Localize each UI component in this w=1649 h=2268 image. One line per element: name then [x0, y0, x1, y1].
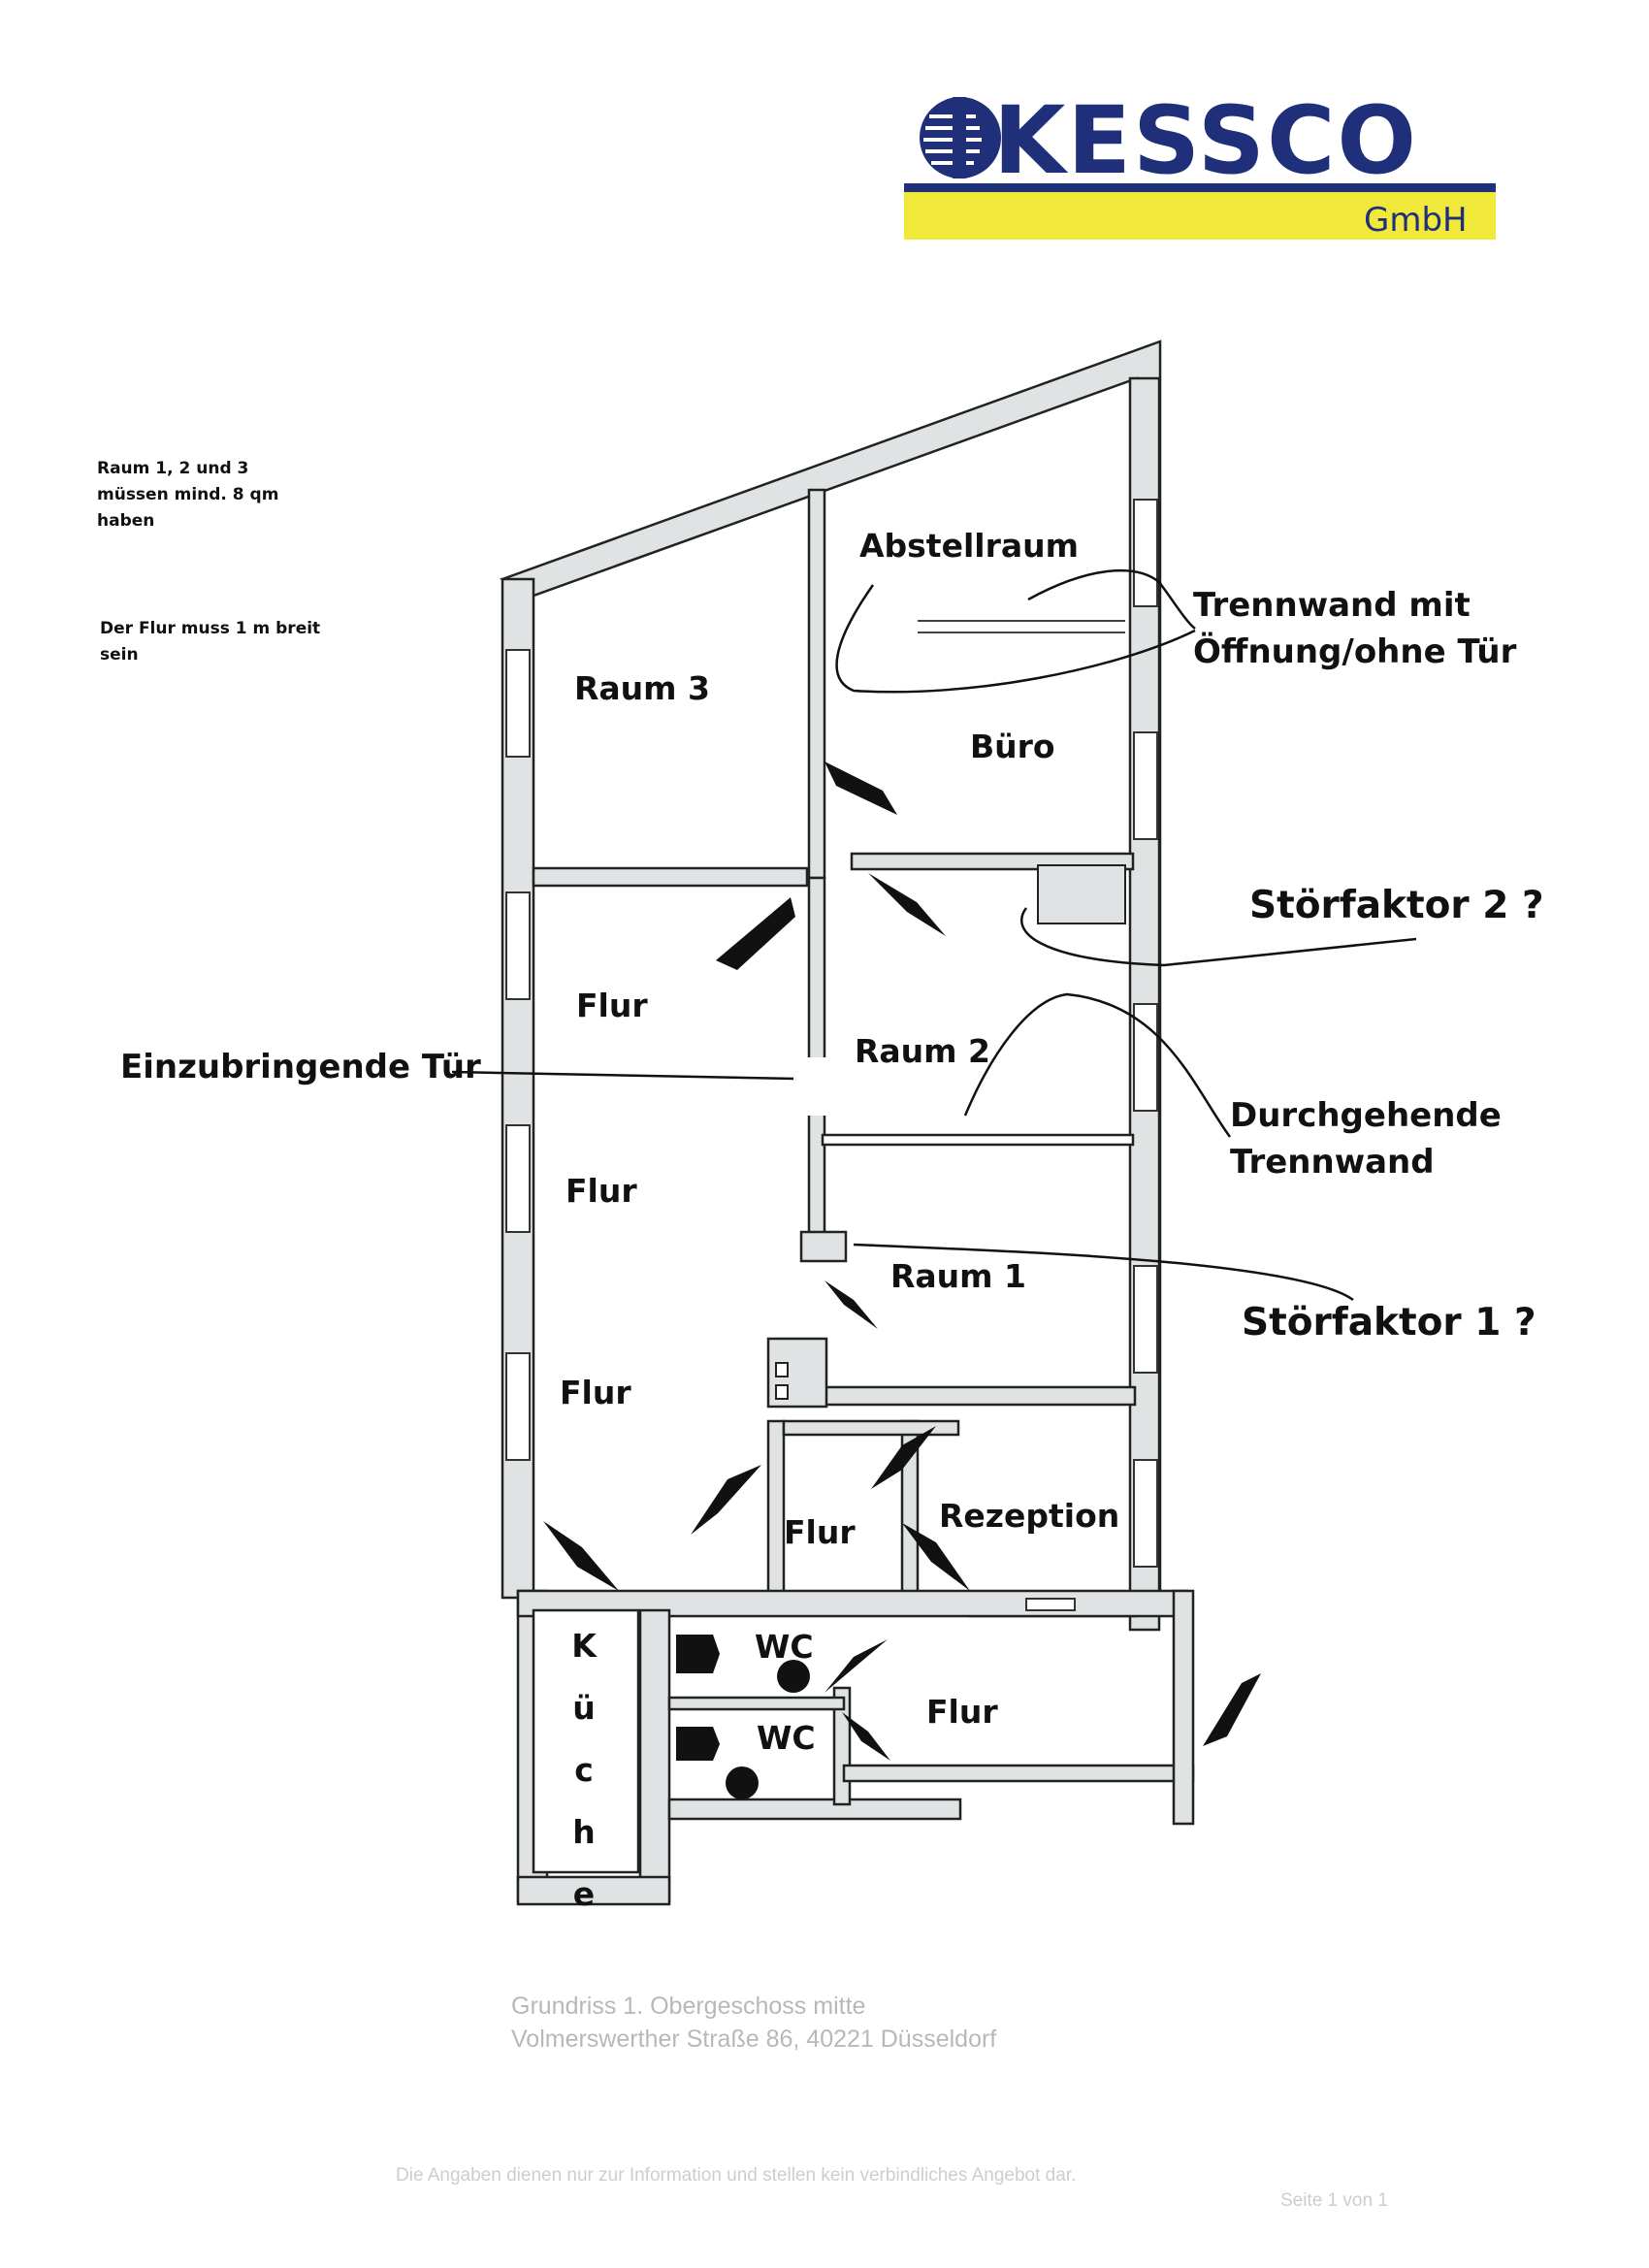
kueche-letter: K: [571, 1627, 597, 1665]
logo-globe-icon: [920, 97, 1001, 178]
logo-navy-bar: [904, 183, 1496, 192]
kessco-logo: KESSCO GmbH: [904, 89, 1496, 240]
room-flur-5: Flur: [926, 1693, 998, 1731]
wall-rezeption-top: [782, 1419, 960, 1437]
wall-raum1-bottom: [823, 1385, 1137, 1407]
annotation-lines: [451, 568, 1417, 1302]
room-abstellraum: Abstellraum: [859, 527, 1080, 565]
footer-plan-title: Grundriss 1. Obergeschoss mitte: [511, 1993, 866, 2020]
wall-wc-left: [638, 1608, 671, 1903]
room-raum2: Raum 2: [855, 1032, 991, 1070]
door-opening-patch: [793, 1057, 832, 1116]
wall-right-lower: [1172, 1589, 1195, 1826]
wall-trennwand-durchgehend: [821, 1133, 1135, 1147]
room-flur-1: Flur: [576, 987, 648, 1024]
room-kueche: K ü c h e: [555, 1615, 613, 1926]
callout-stoerfaktor1: Störfaktor 1 ?: [1242, 1301, 1536, 1345]
note-rooms-requirement: Raum 1, 2 und 3 müssen mind. 8 qm haben: [97, 459, 279, 531]
room-flur-4: Flur: [784, 1513, 856, 1551]
wall-flur-bottom: [842, 1764, 1195, 1783]
room-flur-2: Flur: [566, 1172, 637, 1210]
room-raum3: Raum 3: [574, 669, 711, 707]
windows: [505, 499, 1158, 1611]
callout-durchgehende-line1: Durchgehende: [1230, 1096, 1502, 1135]
room-raum1: Raum 1: [890, 1257, 1027, 1295]
wall-flur-rezeption-left: [766, 1419, 786, 1617]
logo-suffix: GmbH: [1364, 201, 1468, 240]
callout-trennwand-line1: Trennwand mit: [1193, 586, 1471, 625]
footer-address: Volmerswerther Straße 86, 40221 Düsseldo…: [511, 2025, 997, 2053]
wall-raum3-bottom: [532, 866, 809, 888]
room-rezeption: Rezeption: [939, 1497, 1120, 1535]
callout-stoerfaktor2: Störfaktor 2 ?: [1249, 884, 1544, 927]
kueche-letter: c: [574, 1751, 594, 1789]
trennwand-opening: [918, 620, 1125, 633]
room-wc-1: WC: [755, 1628, 814, 1666]
switches: [775, 1362, 789, 1400]
wall-pillar: [799, 1230, 848, 1263]
note-corridor-requirement: Der Flur muss 1 m breit sein: [100, 619, 321, 664]
room-buero: Büro: [970, 728, 1055, 765]
footer-disclaimer: Die Angaben dienen nur zur Information u…: [396, 2165, 1077, 2186]
doors: [543, 761, 1261, 1761]
kueche-letter: e: [572, 1875, 596, 1913]
wall-wc-divider: [667, 1696, 846, 1711]
room-wc-2: WC: [757, 1719, 816, 1757]
stoerfaktor2-box: [1037, 864, 1126, 924]
wall-bottom-mid: [667, 1798, 962, 1821]
footer-page: Seite 1 von 1: [1280, 2190, 1388, 2211]
wall-raum3-abstell: [807, 488, 826, 880]
kueche-letter: h: [572, 1813, 596, 1851]
toilets: [676, 1635, 810, 1799]
kueche-letter: ü: [572, 1689, 596, 1727]
wall-bottom-left: [516, 1875, 671, 1906]
logo-brand: KESSCO: [993, 89, 1418, 195]
callout-trennwand-opening: Trennwand mit Öffnung/ohne Tür: [1193, 582, 1516, 675]
kitchen-outline: [532, 1608, 640, 1874]
logo-yellow-bar: [904, 189, 1496, 240]
callout-trennwand-line2: Öffnung/ohne Tür: [1193, 632, 1517, 671]
callout-einzubringende-tuer: Einzubringende Tür: [120, 1048, 481, 1086]
callout-durchgehende-trennwand: Durchgehende Trennwand: [1230, 1092, 1502, 1185]
callout-durchgehende-line2: Trennwand: [1230, 1143, 1435, 1182]
room-flur-3: Flur: [560, 1374, 631, 1411]
